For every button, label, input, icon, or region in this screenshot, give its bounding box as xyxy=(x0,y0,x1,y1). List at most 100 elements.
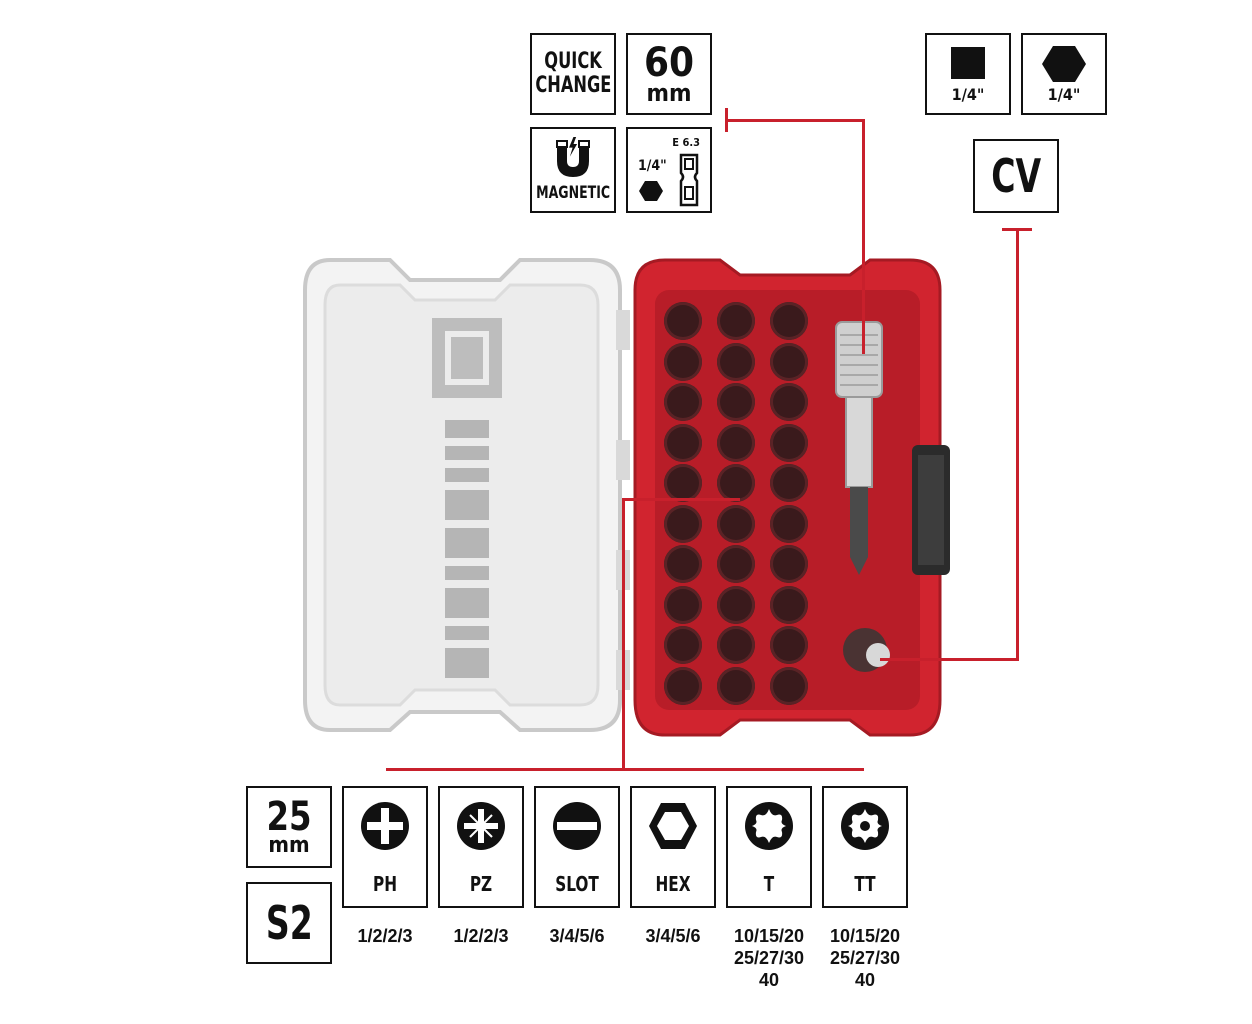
size-line: 10/15/20 xyxy=(829,926,901,946)
bit-sizes-ph: 1/2/2/3 xyxy=(335,925,435,947)
bit-type-label: HEX xyxy=(655,872,691,896)
size-line: 3/4/5/6 xyxy=(549,926,605,946)
cv-label: CV xyxy=(991,149,1041,203)
bit-socket xyxy=(717,423,755,462)
bit-sizes-pz: 1/2/2/3 xyxy=(431,925,531,947)
bit-type-label: SLOT xyxy=(555,872,599,896)
size-line: 25/27/30 xyxy=(829,948,901,968)
hex-drive-badge: 1/4" xyxy=(1021,33,1107,115)
bit-socket xyxy=(664,464,702,502)
slotted-icon xyxy=(553,802,601,850)
shank-size-label: E 6.3 xyxy=(672,136,700,149)
shank-profile-icon xyxy=(679,153,699,207)
bit-socket xyxy=(664,342,702,381)
bit-socket xyxy=(770,342,808,381)
tamper-torx-icon xyxy=(841,802,889,850)
callout-line-cv-v xyxy=(1016,228,1019,661)
bit-sizes-slot: 3/4/5/6 xyxy=(527,925,627,947)
callout-line-bits-top xyxy=(622,498,740,501)
bit-socket xyxy=(664,585,702,624)
size-line: 25/27/30 xyxy=(733,948,805,968)
size-line: 1/2/2/3 xyxy=(453,926,509,946)
bit-socket xyxy=(717,302,755,340)
s2-material-badge: S2 xyxy=(246,882,332,964)
bit-sizes-t: 10/15/20 25/27/30 40 xyxy=(719,925,819,991)
magnetic-label: MAGNETIC xyxy=(536,183,610,203)
bit-socket xyxy=(717,464,755,502)
hex-icon xyxy=(649,803,697,849)
square-drive-size: 1/4" xyxy=(951,85,985,104)
pozidriv-icon xyxy=(457,802,505,850)
bit-socket xyxy=(770,585,808,624)
bit-type-t: T xyxy=(726,786,812,908)
bit-socket xyxy=(770,666,808,705)
bit-socket xyxy=(717,545,755,583)
bit-length-value: 25 xyxy=(266,794,312,840)
clear-lid xyxy=(303,258,630,732)
magnetic-badge: MAGNETIC xyxy=(530,127,616,213)
quick-change-badge: QUICK CHANGE xyxy=(530,33,616,115)
bit-type-hex: HEX xyxy=(630,786,716,908)
bit-socket xyxy=(664,545,702,583)
bit-socket xyxy=(770,545,808,583)
bit-socket xyxy=(664,302,702,340)
s2-label: S2 xyxy=(265,896,313,950)
bit-socket xyxy=(717,626,755,664)
bit-type-label: TT xyxy=(854,872,876,896)
bit-type-label: T xyxy=(763,872,775,896)
bit-socket xyxy=(717,383,755,421)
magnet-icon xyxy=(556,137,590,177)
length-60-value: 60 xyxy=(643,40,695,86)
bit-case-illustration xyxy=(303,258,950,737)
product-photo xyxy=(300,250,960,750)
square-drive-badge: 1/4" xyxy=(925,33,1011,115)
size-line: 10/15/20 xyxy=(733,926,805,946)
hex-drive-size: 1/4" xyxy=(1047,85,1081,104)
size-line: 1/2/2/3 xyxy=(357,926,413,946)
phillips-icon xyxy=(361,802,409,850)
callout-line-holder-v xyxy=(862,119,865,354)
bit-type-label: PH xyxy=(372,872,398,896)
bit-type-ph: PH xyxy=(342,786,428,908)
callout-line-holder-cap xyxy=(725,108,728,132)
bit-socket xyxy=(770,464,808,502)
bit-socket xyxy=(717,504,755,543)
bit-socket xyxy=(717,666,755,705)
bit-socket xyxy=(664,626,702,664)
callout-line-bits-h xyxy=(386,768,864,771)
callout-line-bits-v xyxy=(622,498,625,770)
bit-socket xyxy=(664,666,702,705)
bit-socket xyxy=(664,423,702,462)
torx-icon xyxy=(745,802,793,850)
bit-sizes-hex: 3/4/5/6 xyxy=(623,925,723,947)
bit-length-unit: mm xyxy=(268,833,310,858)
length-60mm-badge: 60 mm xyxy=(626,33,712,115)
bit-socket xyxy=(770,504,808,543)
bit-type-tt: TT xyxy=(822,786,908,908)
size-line: 3/4/5/6 xyxy=(645,926,701,946)
hex-drive-icon xyxy=(1042,46,1086,82)
bit-socket xyxy=(664,504,702,543)
bit-type-slot: SLOT xyxy=(534,786,620,908)
quick-change-line2: CHANGE xyxy=(534,73,612,98)
bit-socket xyxy=(664,383,702,421)
bit-length-25mm-badge: 25 mm xyxy=(246,786,332,868)
cv-material-badge: CV xyxy=(973,139,1059,213)
callout-line-cv-h xyxy=(880,658,1019,661)
quick-change-line1: QUICK xyxy=(544,49,602,74)
square-drive-icon xyxy=(951,47,985,79)
bit-type-pz: PZ xyxy=(438,786,524,908)
bit-sizes-tt: 10/15/20 25/27/30 40 xyxy=(815,925,915,991)
size-line: 40 xyxy=(758,970,780,990)
bit-type-label: PZ xyxy=(469,872,493,896)
bit-socket xyxy=(717,585,755,624)
bit-socket xyxy=(770,383,808,421)
length-60-unit: mm xyxy=(646,79,692,107)
size-line: 40 xyxy=(854,970,876,990)
bit-socket xyxy=(770,626,808,664)
bit-socket xyxy=(770,302,808,340)
callout-line-holder-h xyxy=(727,119,865,122)
shank-fraction-label: 1/4" xyxy=(638,158,667,174)
bit-socket xyxy=(770,423,808,462)
bit-socket xyxy=(717,342,755,381)
